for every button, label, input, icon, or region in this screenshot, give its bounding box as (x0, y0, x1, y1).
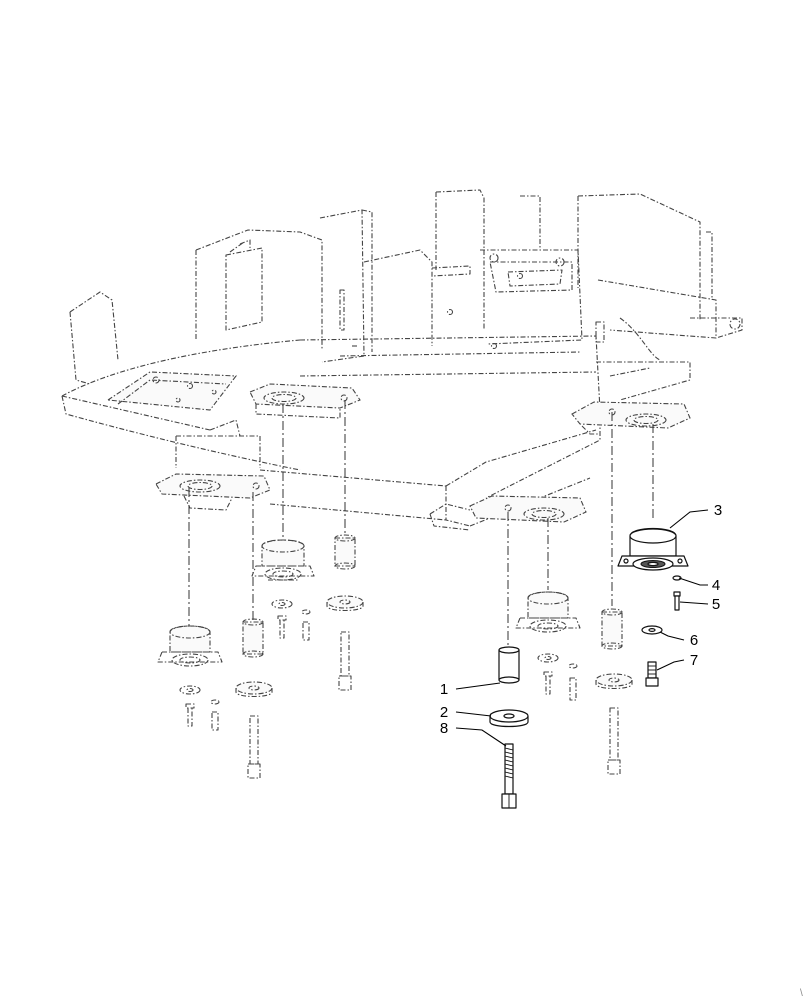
leader-lines (455, 509, 709, 747)
phantom-washer-lock-front-left (210, 699, 220, 705)
callout-4: 4 (712, 577, 720, 594)
leader-4 (678, 577, 708, 586)
phantom-bolt-small-rear-left (277, 615, 287, 639)
phantom-washer-large-rear-right (595, 673, 633, 690)
phantom-spacer-front-left (242, 618, 264, 658)
phantom-bolt-long-front-left (247, 715, 261, 779)
mount-pad-front-right (429, 495, 587, 531)
phantom-bolt-long-rear-right (607, 707, 621, 775)
phantom-bolt-long-rear-left (338, 631, 352, 691)
phantom-bolt-small-front-right (543, 671, 553, 695)
part-6-washer[interactable] (641, 625, 663, 635)
mount-pad-rear-right (571, 401, 691, 435)
callout-5: 5 (712, 596, 720, 613)
phantom-screw-front-right (569, 677, 577, 701)
leader-7 (656, 659, 685, 671)
part-8-long-bolt[interactable] (501, 743, 517, 809)
part-3-isolator-mount[interactable] (617, 527, 689, 571)
callout-6: 6 (690, 632, 698, 649)
leader-8 (455, 727, 507, 747)
leader-1 (455, 682, 501, 690)
leader-5 (679, 601, 709, 605)
phantom-isolator-front-left (157, 625, 223, 667)
phantom-washer-small-rear-left (271, 599, 293, 609)
callout-2: 2 (440, 704, 448, 721)
phantom-isolator-front-right (515, 591, 581, 633)
phantom-isolator-rear-left (251, 539, 315, 581)
part-1-spacer-sleeve[interactable] (498, 646, 520, 684)
callout-8: 8 (440, 720, 448, 737)
part-7-bolt[interactable] (645, 661, 659, 687)
callout-1: 1 (440, 681, 448, 698)
phantom-washer-small-front-right (537, 653, 559, 663)
part-5-screw[interactable] (673, 591, 681, 611)
phantom-screw-front-left (211, 711, 219, 731)
phantom-bolt-small-front-left (185, 703, 195, 727)
part-2-large-washer[interactable] (489, 709, 529, 728)
leader-2 (455, 711, 492, 717)
phantom-spacer-rear-right (601, 608, 623, 650)
phantom-washer-small-front-left (179, 685, 201, 695)
leader-6 (659, 631, 685, 641)
phantom-washer-lock-front-right (568, 663, 578, 669)
assembly-center-lines (188, 400, 654, 650)
phantom-washer-large-front-left (235, 681, 273, 698)
frame-phantom-outline (61, 189, 743, 527)
mount-pad-front-left (155, 473, 271, 511)
part-4-lock-washer[interactable] (672, 575, 682, 581)
phantom-washer-large-rear-left (326, 595, 364, 612)
callout-3: 3 (714, 502, 722, 519)
corner-mark: \ (800, 988, 803, 999)
mount-pad-rear-left (249, 383, 361, 419)
leader-3 (669, 509, 709, 529)
phantom-washer-lock-rear-left (301, 609, 311, 615)
phantom-spacer-rear-left (334, 534, 356, 570)
callout-labels: 1 2 3 4 5 6 7 8 (440, 502, 722, 737)
callout-7: 7 (690, 652, 698, 669)
phantom-screw-rear-left (302, 621, 310, 641)
